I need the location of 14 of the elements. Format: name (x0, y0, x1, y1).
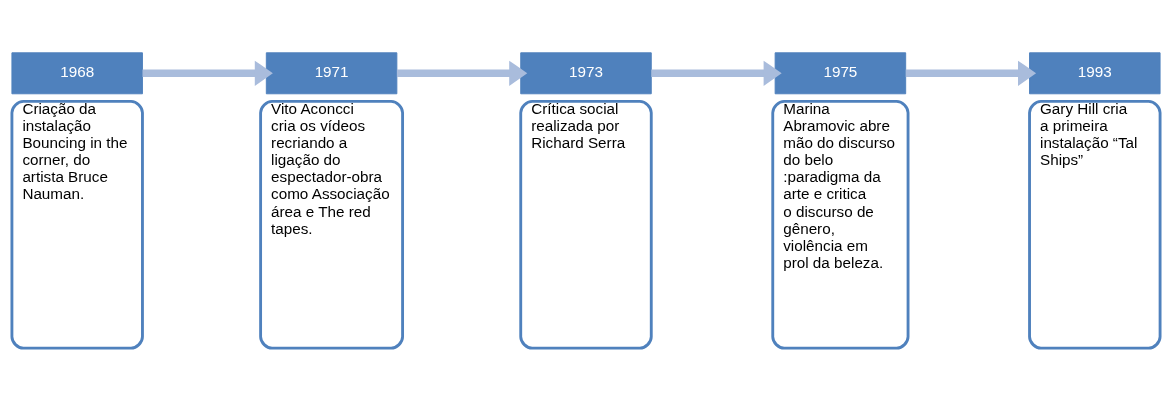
node-box: Marina Abramovic abre mão do discurso do belo :paradigma da arte e critica o discurso de gênero, violência em prol da beleza. (771, 99, 910, 350)
node-box: 1971 (265, 51, 398, 94)
arrow (905, 60, 1037, 86)
node-box: Vito Aconcci cria os vídeos recriando a ligação do espectador-obra como Associação área e The red tapes. (259, 99, 404, 350)
node-box: Crítica social realizada por Richard Serra (519, 99, 653, 350)
node-box: 1975 (774, 51, 907, 94)
arrow (651, 60, 782, 86)
node-box: Gary Hill cria a primeira instalação “Tal Ships” (1028, 99, 1162, 350)
node-box: Criação da instalação Bouncing in the corner, do artista Bruce Nauman. (10, 99, 144, 350)
arrow (142, 60, 273, 86)
arrow (396, 60, 528, 86)
node-box: 1973 (520, 51, 652, 94)
node-box: 1993 (1029, 51, 1161, 94)
node-box: 1968 (11, 51, 143, 94)
